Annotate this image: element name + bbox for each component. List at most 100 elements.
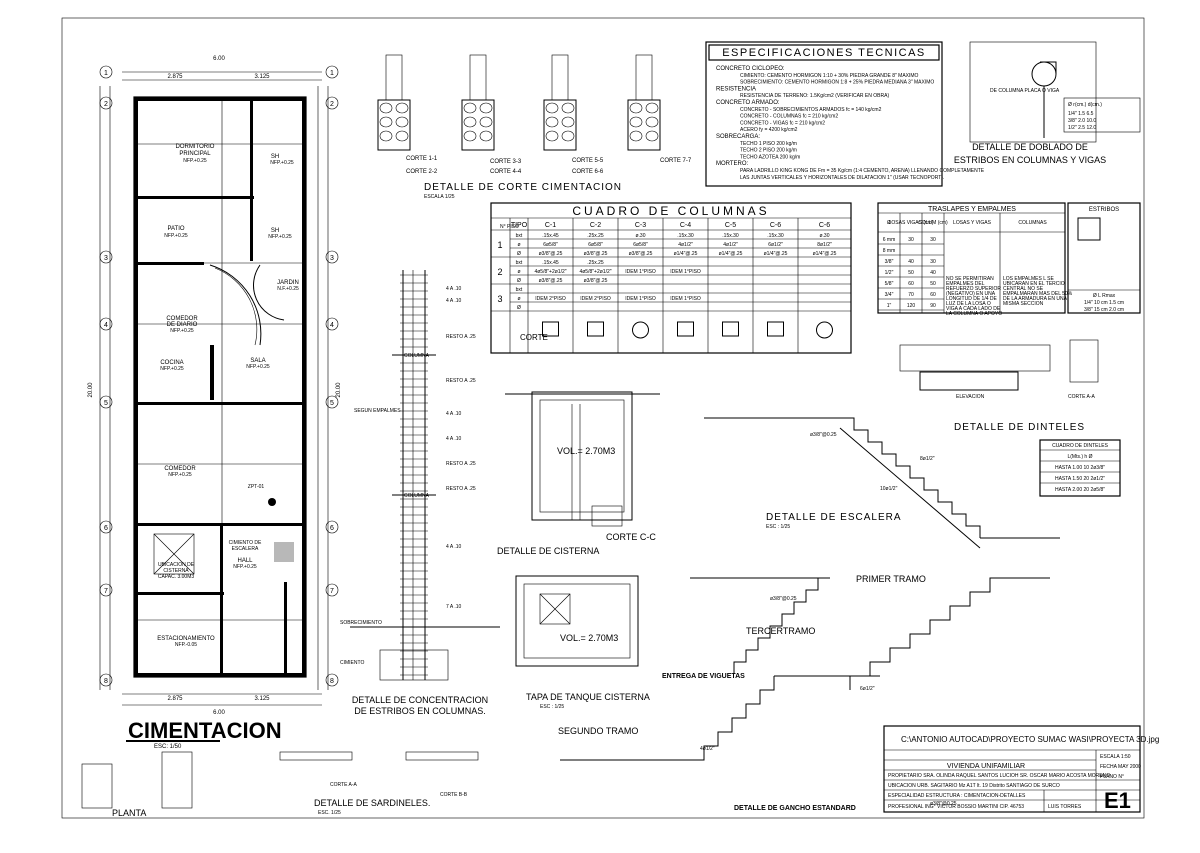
stirrup-row-1: 1/4" 1.5 6.5 — [1068, 111, 1094, 117]
plan-dim-top-1: 2.875 — [167, 74, 183, 80]
axis-bubble — [325, 520, 339, 534]
laps-note: EMPALMES DEL — [946, 281, 985, 287]
spec-line: TECHO AZOTEA 200 kg/m — [740, 154, 800, 160]
laps-cell: 8 mm — [883, 248, 896, 254]
laps-cell: 50 — [930, 281, 936, 287]
axis-label: 4 — [330, 322, 334, 329]
column-header: C-5 — [725, 222, 736, 229]
planta-label: PLANTA — [112, 808, 146, 818]
stirrups-row: 1/4" 10 cm 1.5 cm — [1084, 300, 1124, 306]
column-cell: ø3/8"@.25 — [629, 251, 653, 257]
stone — [463, 130, 477, 142]
column-cell: 6ø1/2" — [768, 242, 783, 248]
laps-cell: 30 — [930, 259, 936, 265]
cut-label: CORTE 1-1 — [406, 156, 438, 162]
room-dormitorio-2: PRINCIPAL — [179, 151, 211, 157]
stone — [629, 102, 643, 114]
sheet-border — [61, 17, 1145, 819]
axis-bubble — [325, 583, 339, 597]
axis-bubble — [99, 65, 113, 79]
sheet-number: E1 — [1104, 788, 1131, 813]
column-cell: .15x.45 — [542, 260, 559, 266]
laps-header: COLUMNAS — [1018, 220, 1047, 226]
stair-scale: ESC : 1/25 — [766, 524, 790, 530]
room-sh1-nfp: NFP.+0.25 — [270, 160, 294, 166]
title-block — [883, 725, 1141, 813]
stair-title: DETALLE DE ESCALERA — [766, 512, 902, 523]
column-cell: 4ø5/8"+2ø1/2" — [579, 269, 611, 275]
spec-line: LAS JUNTAS VERTICALES Y HORIZONTALES DE … — [740, 175, 944, 181]
laps-note: DE LA ARMADURA EN UNA — [1003, 296, 1068, 302]
stair-detail: ø3/8"@0.258ø1/2"10ø1/2"ø3/8"@0.254ø1/2"ø… — [560, 417, 1060, 807]
column-header: C-6 — [770, 222, 781, 229]
room-comedor: COMEDOR — [164, 466, 196, 472]
cistern-vol: VOL.= 2.70M3 — [557, 446, 615, 456]
room-sh2: SH — [271, 228, 279, 234]
wall-section — [469, 54, 487, 101]
laps-note: VIGA A CADA LADO DE — [946, 306, 1001, 312]
stair-rebar-label: 10ø1/2" — [880, 486, 898, 492]
stirrups-box — [1067, 202, 1141, 314]
laps-cell: 5/8" — [885, 281, 894, 287]
stair-tercer-tramo: TERCERTRAMO — [746, 626, 815, 636]
stair-rebar-label: 6ø1/2" — [860, 686, 875, 692]
column-cell: ø1/4"@.25 — [764, 251, 788, 257]
stone — [479, 130, 493, 142]
column-cell: IDEM 1°PISO — [625, 296, 656, 302]
stone — [479, 102, 493, 114]
elevation-title-1: DETALLE DE CONCENTRACION — [352, 695, 488, 705]
stone — [463, 102, 477, 114]
spec-line: SOBRECARGA: — [716, 134, 760, 140]
plan-dim-top-total: 6.00 — [213, 56, 225, 62]
laps-cell: 30 — [930, 237, 936, 243]
stone — [545, 130, 559, 142]
laps-cell: 40 — [930, 270, 936, 276]
spec-line: CONCRETO CICLOPEO: — [716, 66, 785, 72]
spec-line: CONCRETO - VIGAS fc = 210 kg/cm2 — [740, 120, 825, 126]
column-cell: IDEM 1°PISO — [625, 269, 656, 275]
cut-label: CORTE 3-3 — [490, 159, 522, 165]
axis-label: 8 — [104, 678, 108, 685]
cut-label: CORTE 2-2 — [406, 169, 438, 175]
laps-cell: 90 — [930, 303, 936, 309]
column-cell: .15x.30 — [767, 233, 784, 239]
column-cell: ø.30 — [635, 233, 645, 239]
laps-note: LOS EMPALMES L SE — [1003, 276, 1055, 282]
label-columna-1: COLUMNA — [404, 353, 430, 359]
stair-steps — [690, 676, 775, 761]
spacing-label: 4 A .10 — [446, 298, 462, 304]
axis-label: 7 — [330, 588, 334, 595]
axis-label: 1 — [330, 70, 334, 77]
label-cimiento: CIMIENTO — [340, 660, 364, 666]
plan-title: CIMENTACION — [128, 718, 282, 743]
stone — [379, 102, 393, 114]
spec-line: RESISTENCIA — [716, 86, 756, 92]
spec-line: CONCRETO - SOBRECIMIENTOS ARMADOS fc = 1… — [740, 107, 882, 113]
cut-label: CORTE 4-4 — [490, 169, 522, 175]
axis-label: 5 — [330, 400, 334, 407]
lintel-row: HASTA 2.00 20 2ø5/8" — [1055, 487, 1105, 493]
column-cell: .25x.25 — [587, 233, 604, 239]
stirrup-row-2: 3/8" 2.0 10.0 — [1068, 118, 1096, 124]
column-cell: 4ø1/2" — [723, 242, 738, 248]
laps-note: NO SE PERMITIRAN — [946, 276, 994, 282]
stair-rebar-label: ø3/8"@0.25 — [770, 596, 797, 602]
lintel-corte: CORTE A-A — [1068, 394, 1096, 400]
column-cell: ø — [517, 269, 520, 275]
column-cell: ø — [517, 242, 520, 248]
spec-line: CIMIENTO: CEMENTO HORMIGON 1:10 + 30% PI… — [740, 73, 919, 79]
stone — [479, 116, 493, 128]
plan-dim-bottom-2: 3.125 — [254, 696, 270, 702]
title-date: FECHA MAY 2000 — [1100, 764, 1141, 770]
stirrups-row: 3/8" 15 cm 2.0 cm — [1084, 307, 1124, 313]
title-location: UBICACION URB. SAGITARIO Mz A1T lt. 19 D… — [888, 783, 1060, 789]
stirrup-row-3: 1/2" 2.5 12.0 — [1068, 125, 1096, 131]
column-header: C-4 — [680, 222, 691, 229]
title-owner: PROPIETARIO SRA. OLINDA RAQUEL SANTOS LU… — [888, 773, 1110, 779]
axis-bubble — [325, 395, 339, 409]
lintel-row: HASTA 1.00 10 2ø3/8" — [1055, 465, 1105, 471]
columns-table-title: CUADRO DE COLUMNAS — [572, 204, 769, 218]
